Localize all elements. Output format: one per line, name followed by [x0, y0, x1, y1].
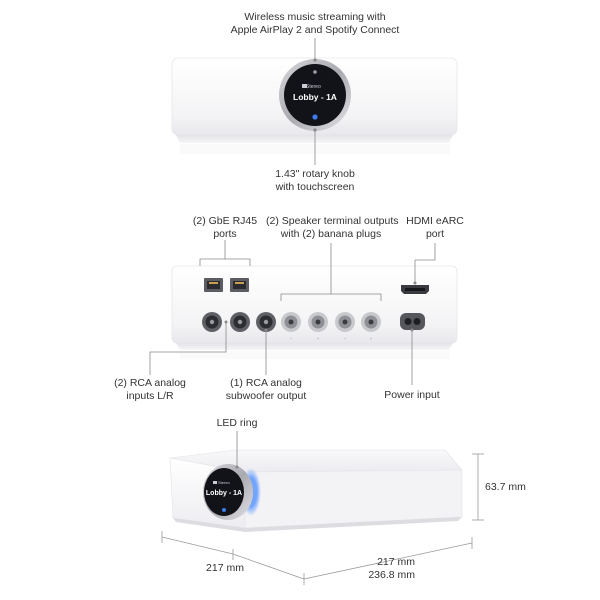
hdmi-label-line2: port [425, 228, 445, 240]
top-screen-title: Lobby - 1A [293, 92, 337, 102]
depth-dimension-line2: 236.8 mm [368, 569, 415, 581]
hdmi-port[interactable] [401, 285, 429, 294]
power-input-port[interactable] [400, 313, 425, 330]
subwoofer-label-line2: subwoofer output [225, 390, 307, 402]
hdmi-label: HDMI eARC port [405, 215, 465, 241]
knob-screen [284, 64, 346, 126]
speaker-terminal-label: (2) Speaker terminal outputs with (2) ba… [266, 215, 399, 241]
led-ring-label: LED ring [216, 417, 258, 429]
streaming-caption-line2: Apple AirPlay 2 and Spotify Connect [230, 24, 400, 36]
rj45-port-1[interactable] [204, 278, 223, 292]
rj45-label-line1: (2) GbE RJ45 [192, 215, 258, 227]
rca-input-right[interactable] [230, 312, 250, 332]
subwoofer-label-line1: (1) RCA analog [230, 377, 302, 389]
width-dimension-label: 217 mm [206, 562, 244, 574]
rca-input-label-line1: (2) RCA analog [114, 377, 186, 389]
knob-caption-line1: 1.43" rotary knob [275, 168, 355, 180]
power-input-label: Power input [384, 389, 440, 401]
hdmi-label-line1: HDMI eARC [406, 215, 464, 227]
streaming-caption-line1: Wireless music streaming with [244, 11, 386, 23]
streaming-caption: Wireless music streaming with Apple AirP… [215, 11, 415, 37]
knob-caption-line2: with touchscreen [275, 181, 355, 193]
perspective-device [169, 449, 463, 532]
perspective-screen-title: Lobby - 1A [206, 490, 242, 497]
svg-text:−: − [344, 336, 347, 341]
speaker-icon [302, 84, 307, 88]
height-dimension-label: 63.7 mm [485, 481, 526, 493]
svg-text:−: − [290, 336, 293, 341]
knob-caption: 1.43" rotary knob with touchscreen [255, 168, 375, 194]
rj45-label: (2) GbE RJ45 ports [175, 215, 275, 241]
speaker-terminal-1[interactable]: − [281, 312, 301, 341]
bluetooth-icon [312, 114, 318, 120]
top-screen-small-text: Stereo [306, 84, 321, 90]
rca-input-left[interactable] [202, 312, 222, 332]
top-device [171, 57, 458, 154]
speaker-terminal-4[interactable]: + [361, 312, 381, 341]
svg-text:+: + [370, 336, 373, 341]
rear-callout-lines [149, 240, 436, 385]
rca-subwoofer-output[interactable] [256, 312, 276, 332]
depth-dimension-line1: 217 mm [377, 556, 415, 568]
svg-text:+: + [317, 336, 320, 341]
depth-dimension-label: 217 mm 236.8 mm [355, 556, 415, 582]
rear-device: − + − + [171, 265, 458, 359]
speaker-terminal-2[interactable]: + [308, 312, 328, 341]
speaker-terminal-3[interactable]: − [335, 312, 355, 341]
perspective-screen-small-text: Stereo [218, 480, 231, 485]
speaker-terminal-label-line1: (2) Speaker terminal outputs [266, 215, 399, 227]
dimension-lines [161, 453, 484, 585]
speaker-terminal-label-line2: with (2) banana plugs [280, 228, 382, 240]
rj45-port-2[interactable] [230, 278, 249, 292]
subwoofer-label: (1) RCA analog subwoofer output [221, 377, 311, 403]
rj45-label-line2: ports [213, 228, 237, 240]
rca-input-label: (2) RCA analog inputs L/R [100, 377, 200, 403]
rca-input-label-line2: inputs L/R [126, 390, 174, 402]
